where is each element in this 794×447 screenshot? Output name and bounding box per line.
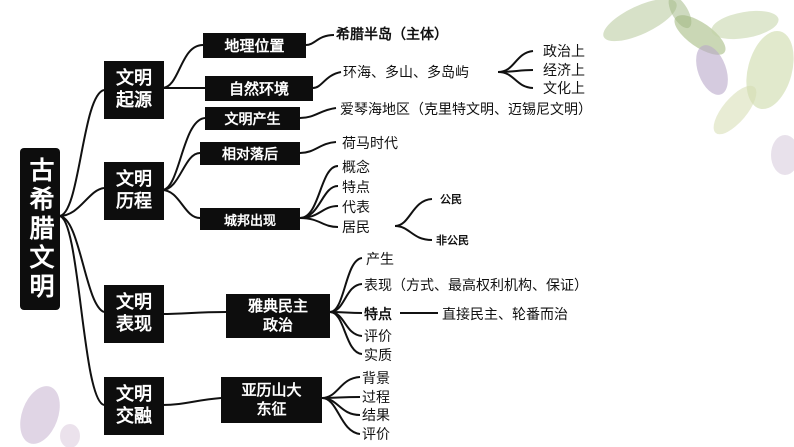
branch-course-line2: 历程 xyxy=(116,191,152,213)
branch-course-line1: 文明 xyxy=(116,169,152,191)
branch-expression-line1: 文明 xyxy=(116,292,152,314)
branch-origin-line2: 起源 xyxy=(116,90,152,112)
branch-fusion-line2: 交融 xyxy=(116,406,152,428)
leaf-culture: 文化上 xyxy=(543,78,585,98)
leaf-geography: 希腊半岛（主体） xyxy=(336,24,448,44)
leaf-alexander-process: 过程 xyxy=(362,387,390,407)
root-title-box: 古希腊文明 xyxy=(20,148,60,310)
leaf-birth: 爱琴海地区（克里特文明、迈锡尼文明） xyxy=(340,99,592,119)
leaf-athens-features-detail-text: 直接民主、轮番而治 xyxy=(442,307,568,323)
leaf-athens-features: 特点 xyxy=(364,304,392,324)
leaf-politics: 政治上 xyxy=(543,41,585,61)
leaf-athens-forms: 表现（方式、最高权利机构、保证） xyxy=(364,275,588,295)
branch-fusion: 文明 交融 xyxy=(104,377,164,435)
leaf-features: 特点 xyxy=(342,177,370,197)
leaf-noncitizens: 非公民 xyxy=(436,232,469,248)
leaf-alexander-evaluation: 评价 xyxy=(362,424,390,444)
leaf-citizens: 公民 xyxy=(440,191,462,207)
leaf-concept: 概念 xyxy=(342,157,370,177)
node-athenian-democracy-line2: 政治 xyxy=(263,316,293,335)
leaf-residents: 居民 xyxy=(342,217,370,237)
branch-course: 文明 历程 xyxy=(104,162,164,220)
node-alexander-campaign: 亚历山大 东征 xyxy=(221,377,322,423)
leaf-homeric-age: 荷马时代 xyxy=(342,133,398,153)
branch-origin: 文明 起源 xyxy=(104,61,164,119)
branch-expression-line2: 表现 xyxy=(116,314,152,336)
node-alexander-campaign-line2: 东征 xyxy=(256,400,286,419)
leaf-economy: 经济上 xyxy=(543,60,585,80)
leaf-environment: 环海、多山、多岛屿 xyxy=(343,62,469,82)
leaf-decoration-top-right xyxy=(598,0,794,141)
node-athenian-democracy: 雅典民主 政治 xyxy=(226,294,330,338)
leaf-athens-features-detail: 直接民主、轮番而治 xyxy=(442,304,568,324)
branch-origin-line1: 文明 xyxy=(116,68,152,90)
node-environment: 自然环境 xyxy=(205,76,313,101)
node-civilization-birth: 文明产生 xyxy=(205,107,300,130)
leaf-alexander-background: 背景 xyxy=(362,368,390,388)
node-city-states: 城邦出现 xyxy=(200,208,300,230)
node-athenian-democracy-line1: 雅典民主 xyxy=(248,297,308,316)
leaf-representative: 代表 xyxy=(342,197,370,217)
node-alexander-campaign-line1: 亚历山大 xyxy=(241,381,301,400)
leaf-athens-essence: 实质 xyxy=(364,345,392,365)
leaf-alexander-result: 结果 xyxy=(362,405,390,425)
leaf-athens-origin: 产生 xyxy=(366,249,394,269)
node-geography: 地理位置 xyxy=(203,33,306,58)
leaf-athens-evaluation: 评价 xyxy=(364,326,392,346)
root-title: 古希腊文明 xyxy=(22,157,58,302)
branch-expression: 文明 表现 xyxy=(104,285,164,343)
node-relatively-backward: 相对落后 xyxy=(200,142,300,165)
branch-fusion-line1: 文明 xyxy=(116,384,152,406)
